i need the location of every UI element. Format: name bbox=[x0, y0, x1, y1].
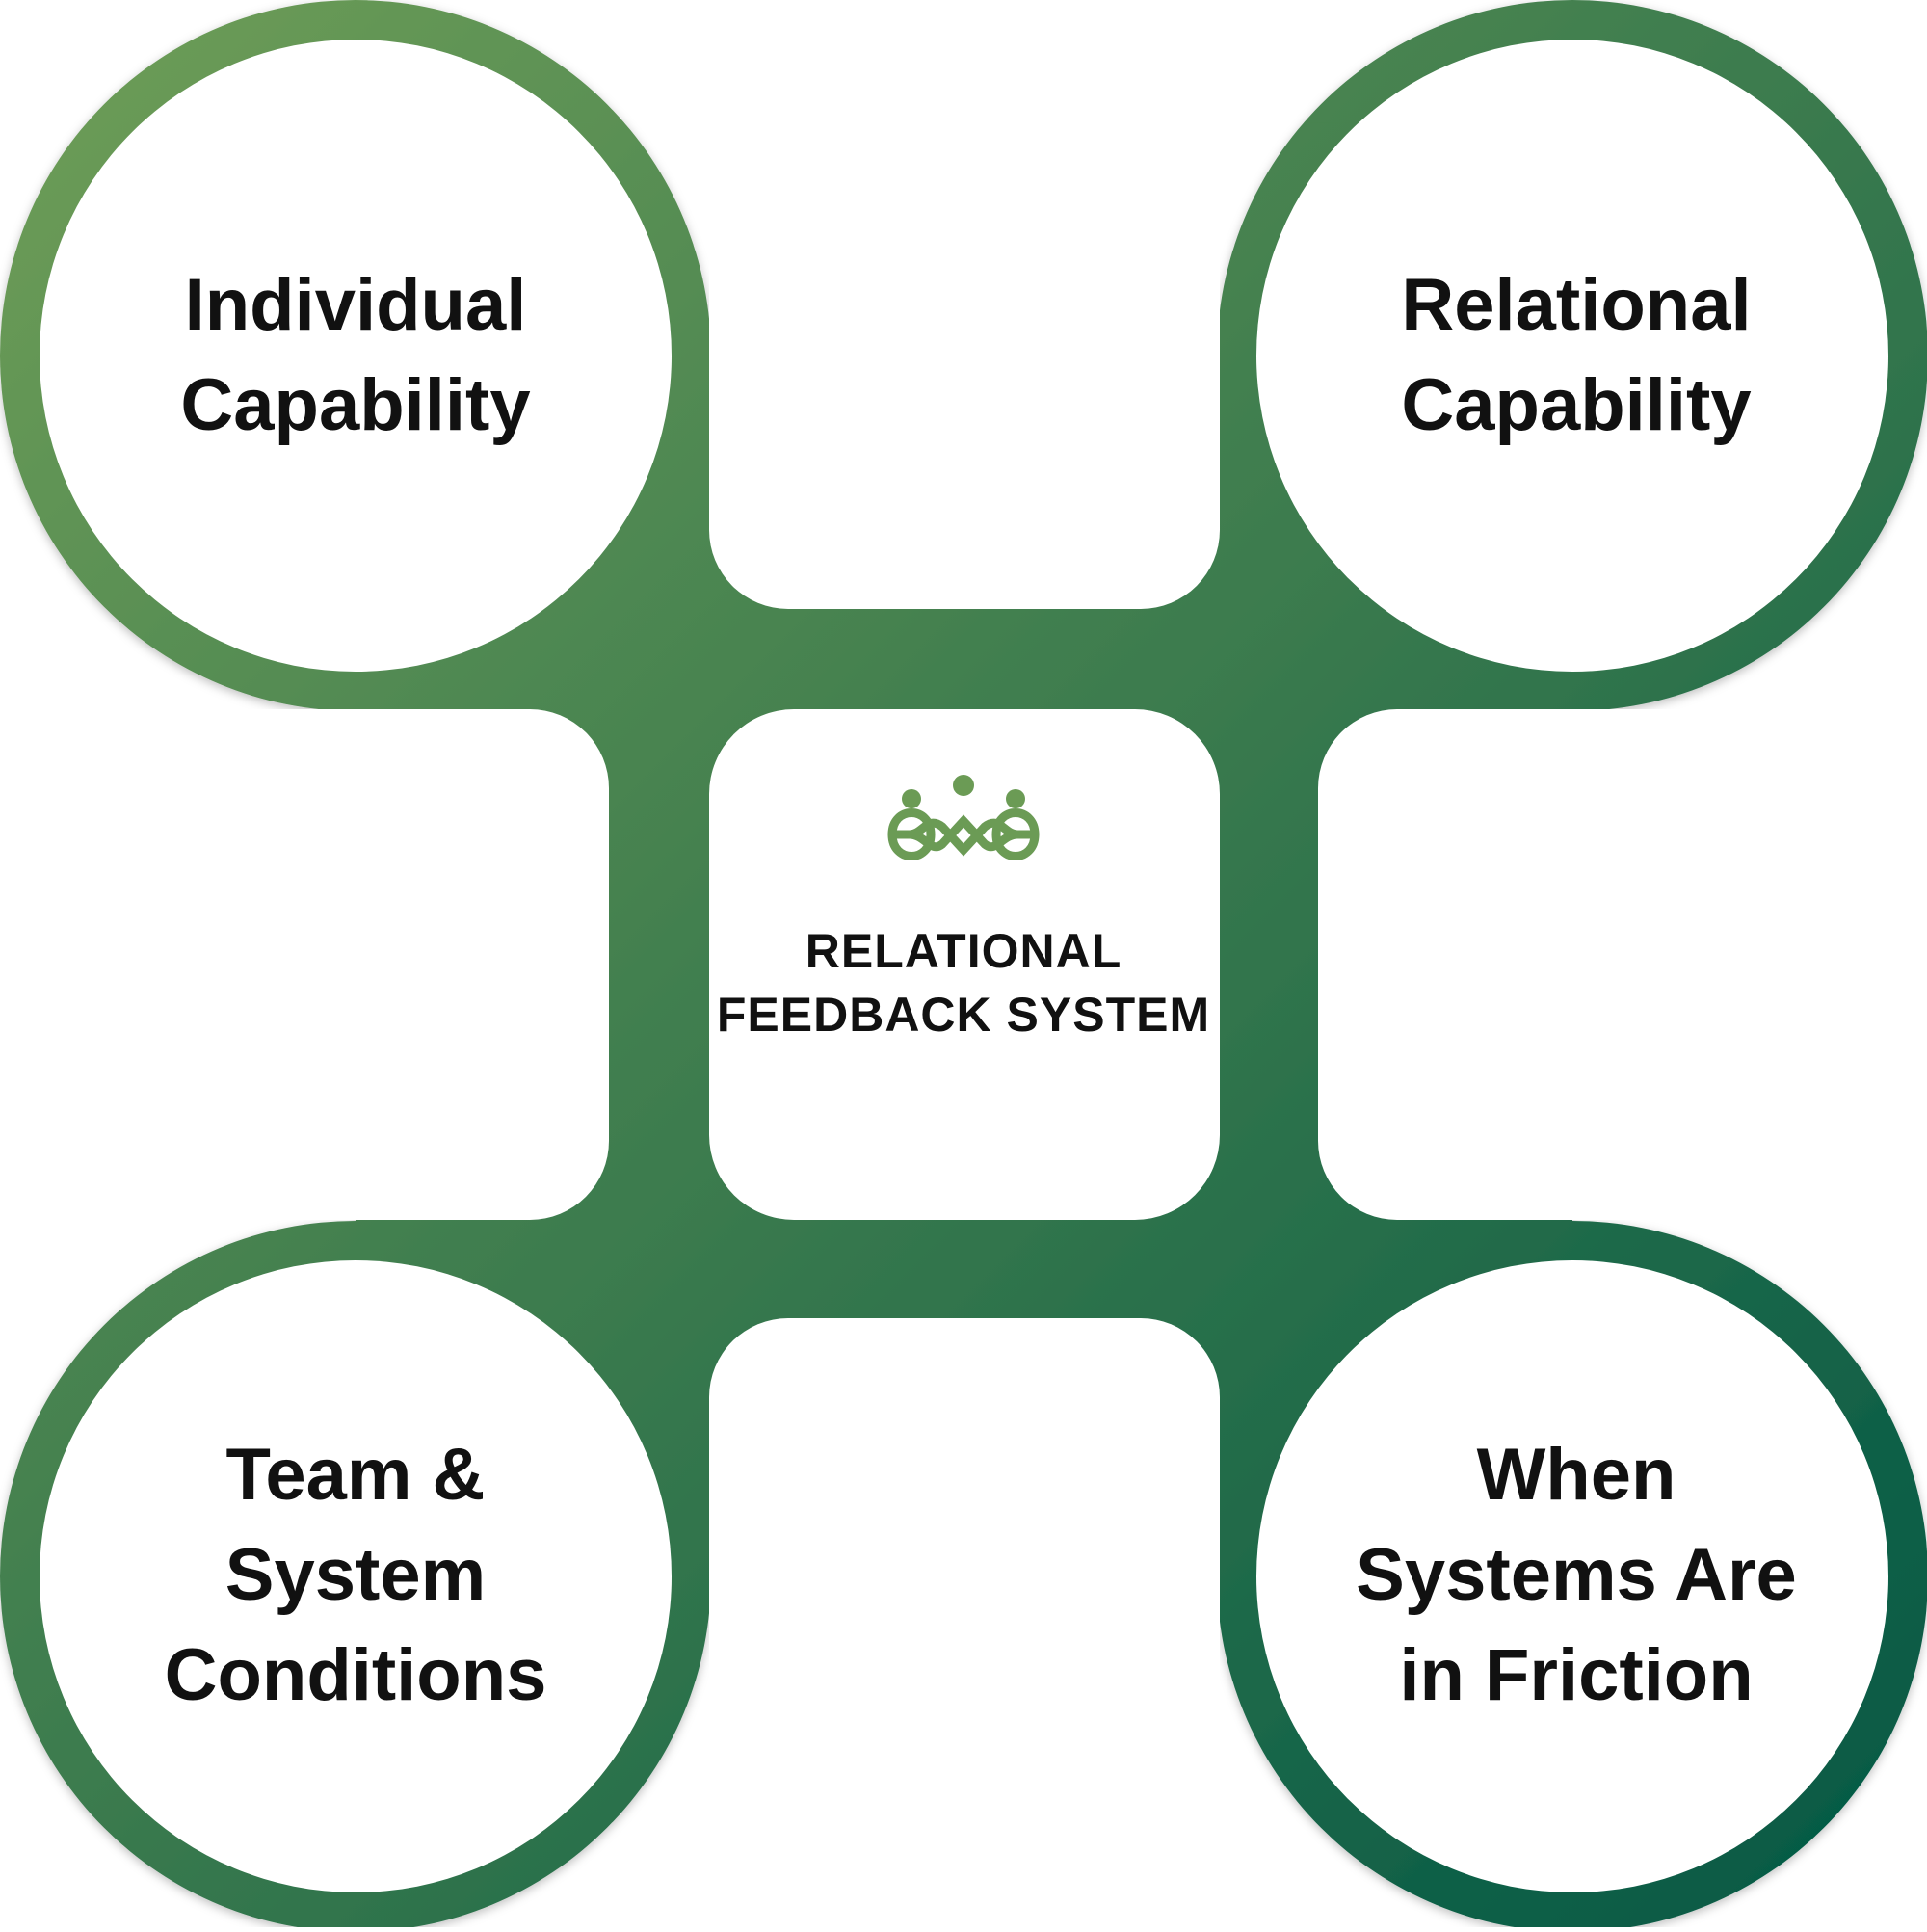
notch-left bbox=[0, 709, 609, 1220]
node-relational-capability: Relational Capability bbox=[1259, 39, 1893, 673]
node-label-line: System bbox=[224, 1534, 487, 1616]
node-label-line: Capability bbox=[180, 364, 531, 446]
node-label-line: Individual bbox=[184, 264, 527, 346]
logo-person-right-head bbox=[1006, 789, 1025, 808]
node-label-line: Team & bbox=[225, 1434, 486, 1516]
notch-right bbox=[1318, 709, 1927, 1220]
circle-top-right bbox=[1256, 40, 1888, 672]
circle-bottom-left bbox=[40, 1260, 672, 1892]
center-title-line: FEEDBACK SYSTEM bbox=[716, 988, 1211, 1042]
center-title: RELATIONAL FEEDBACK SYSTEM bbox=[713, 887, 1214, 1079]
logo-person-center-head bbox=[953, 775, 974, 796]
logo-loop-left bbox=[887, 808, 936, 860]
notch-top bbox=[709, 0, 1220, 609]
node-team-system-conditions: Team & System Conditions bbox=[39, 1258, 673, 1892]
node-label-line: Capability bbox=[1401, 364, 1752, 446]
circle-bottom-right bbox=[1256, 1260, 1888, 1892]
node-label-line: Conditions bbox=[164, 1634, 547, 1716]
node-systems-in-friction: When Systems Are in Friction bbox=[1259, 1258, 1893, 1892]
logo-person-left-head bbox=[902, 789, 921, 808]
node-label-line: in Friction bbox=[1399, 1634, 1754, 1716]
people-infinity-logo-icon bbox=[887, 775, 1040, 860]
center-title-line: RELATIONAL bbox=[805, 924, 1122, 978]
node-individual-capability: Individual Capability bbox=[39, 39, 673, 673]
logo-wave-bottom bbox=[905, 818, 1022, 857]
center-box bbox=[709, 709, 1220, 1220]
circle-top-left bbox=[40, 40, 672, 672]
node-label-line: Relational bbox=[1401, 264, 1752, 346]
notch-bottom bbox=[709, 1318, 1220, 1927]
node-label-line: When bbox=[1476, 1434, 1676, 1516]
node-label-line: Systems Are bbox=[1356, 1534, 1797, 1616]
logo-wave-top bbox=[887, 814, 1040, 852]
